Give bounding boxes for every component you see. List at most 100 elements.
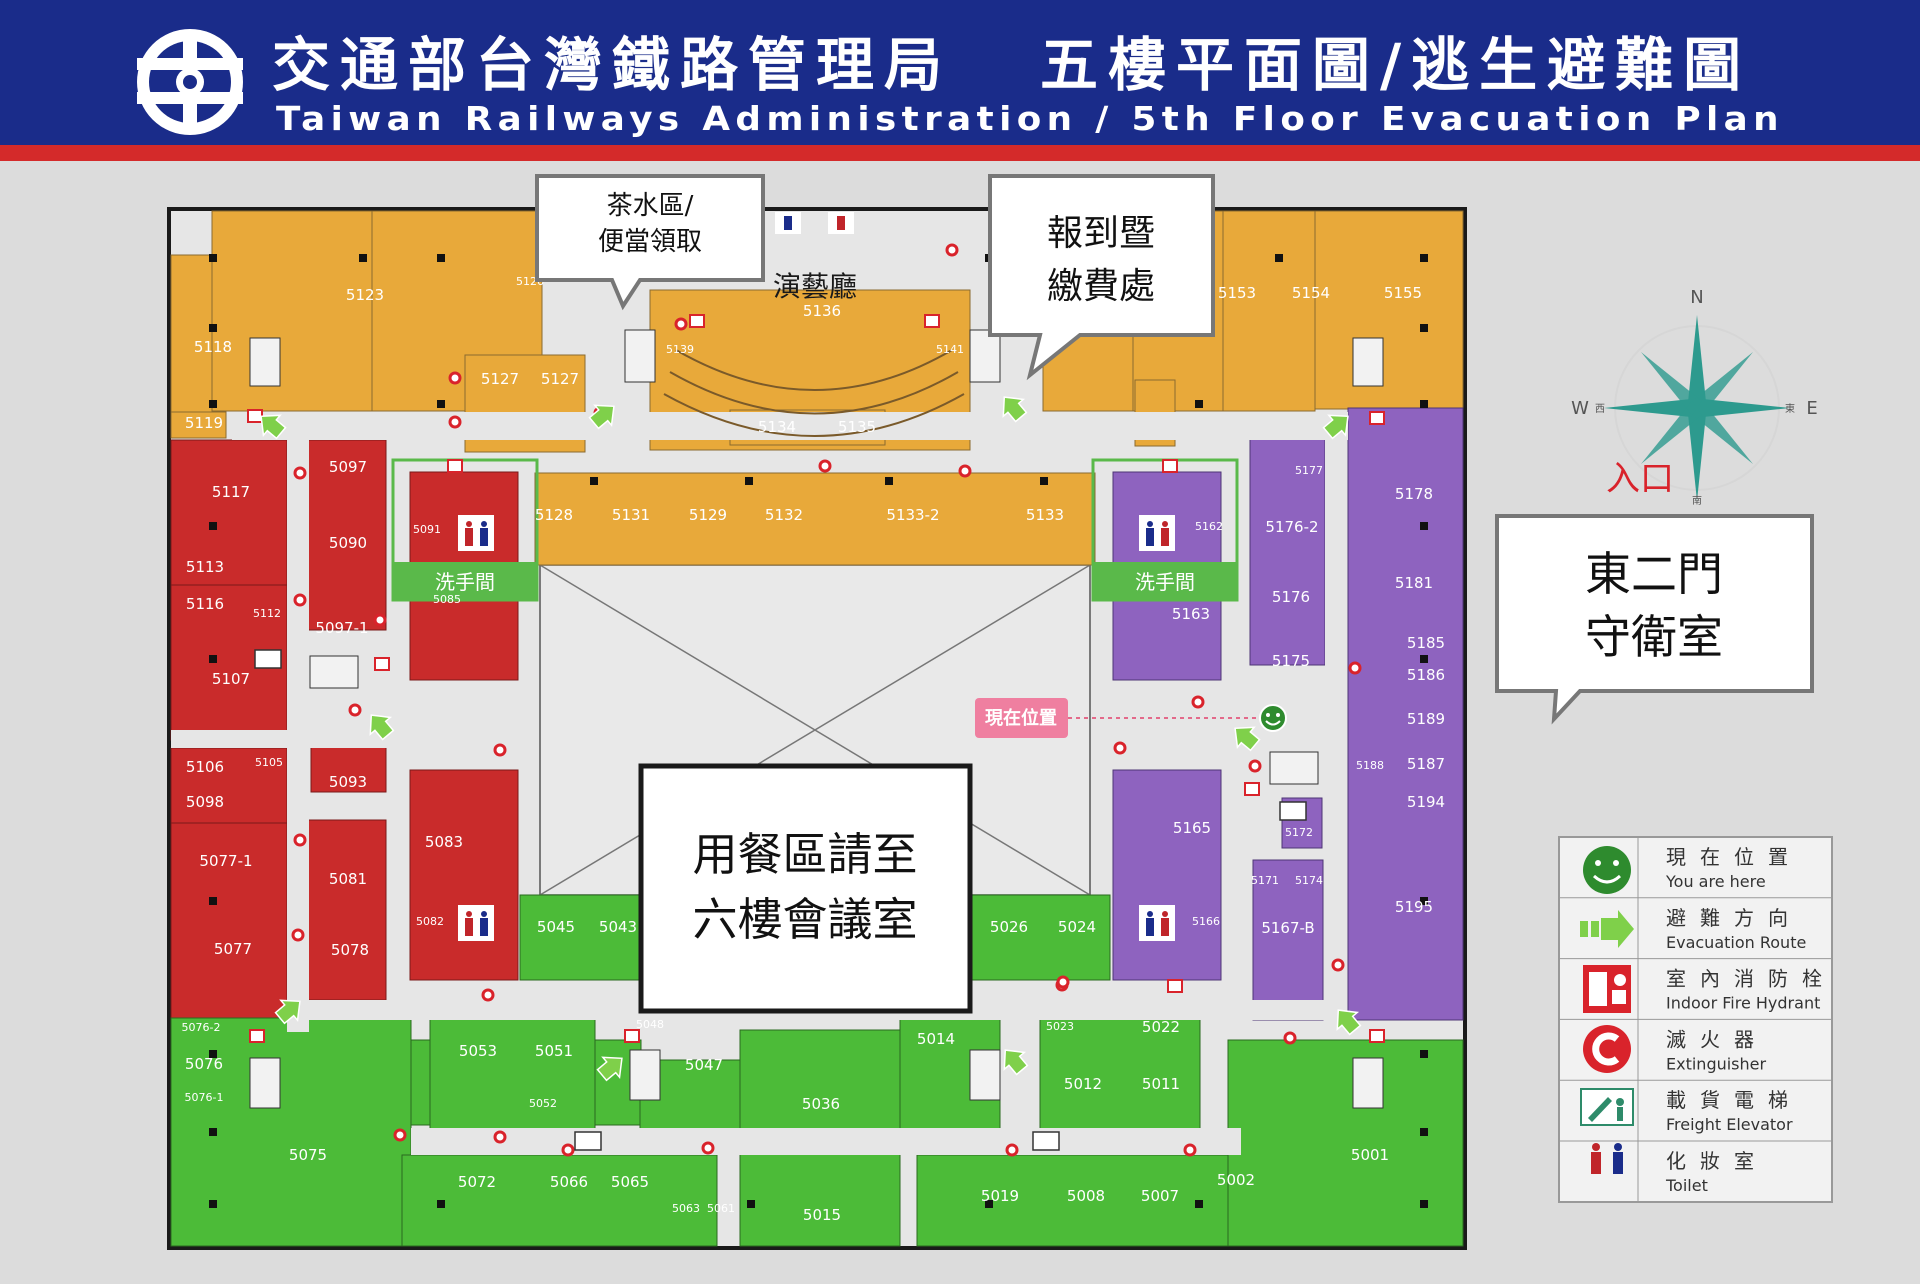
stairs bbox=[249, 329, 1384, 1109]
room-label-5133: 5133 bbox=[1026, 506, 1064, 524]
zone-red bbox=[170, 439, 519, 1019]
smiley-icon bbox=[1583, 846, 1631, 894]
room-label-5131: 5131 bbox=[612, 506, 650, 524]
fire-hydrant-markers bbox=[247, 314, 1385, 1043]
legend-label-en: Evacuation Route bbox=[1666, 933, 1806, 952]
room-label-5066: 5066 bbox=[550, 1173, 588, 1191]
room-label-5127: 5127 bbox=[481, 370, 519, 388]
callout-dining-line2: 六樓會議室 bbox=[692, 893, 917, 946]
compass-s: 南 bbox=[1692, 494, 1702, 507]
room-label-5195: 5195 bbox=[1395, 898, 1433, 916]
auditorium: 演藝廳 bbox=[663, 270, 965, 437]
room-label-5007: 5007 bbox=[1141, 1187, 1179, 1205]
legend-label-en: Extinguisher bbox=[1666, 1054, 1767, 1073]
extinguisher-icon bbox=[1583, 1025, 1631, 1073]
compass-e-zh: 東 bbox=[1785, 402, 1795, 415]
room-label-5112: 5112 bbox=[253, 607, 281, 620]
legend-label-zh: 滅火器 bbox=[1666, 1027, 1768, 1051]
freight-elevator-markers bbox=[254, 649, 1307, 1151]
room-label-5036: 5036 bbox=[802, 1095, 840, 1113]
room-label-5141: 5141 bbox=[936, 343, 964, 356]
callout-east-gate-line1: 東二門 bbox=[1585, 547, 1723, 601]
compass-w-zh: 西 bbox=[1595, 404, 1605, 415]
toilet-icon bbox=[458, 905, 494, 941]
room-label-5022: 5022 bbox=[1142, 1018, 1180, 1036]
legend-label-zh: 現在位置 bbox=[1666, 845, 1802, 869]
room-label-5072: 5072 bbox=[458, 1173, 496, 1191]
restroom-label-left: 洗手間 bbox=[435, 570, 495, 594]
toilet-icon bbox=[1591, 1143, 1623, 1174]
room-label-5181: 5181 bbox=[1395, 574, 1433, 592]
hall-name: 演藝廳 bbox=[773, 270, 857, 303]
room-label-5106: 5106 bbox=[186, 758, 224, 776]
smiley-icon bbox=[1259, 704, 1287, 732]
room-label-5048: 5048 bbox=[636, 1018, 664, 1031]
header-title-en: Taiwan Railways Administration / 5th Flo… bbox=[276, 99, 1784, 138]
callout-tea: 茶水區/ 便當領取 bbox=[535, 174, 765, 311]
room-label-5090: 5090 bbox=[329, 534, 367, 552]
callout-register: 報到暨 繳費處 bbox=[988, 174, 1215, 381]
room-label-5075: 5075 bbox=[289, 1146, 327, 1164]
room-label-5189: 5189 bbox=[1407, 710, 1445, 728]
you-are-here-tag: 現在位置 bbox=[985, 707, 1057, 729]
room-label-5023: 5023 bbox=[1046, 1020, 1074, 1033]
room-label-5008: 5008 bbox=[1067, 1187, 1105, 1205]
room-label-5024: 5024 bbox=[1058, 918, 1096, 936]
legend-label-zh: 載貨電梯 bbox=[1666, 1088, 1802, 1112]
room-label-5076: 5076 bbox=[185, 1055, 223, 1073]
you-are-here: 現在位置 bbox=[975, 698, 1287, 738]
room-label-5167-B: 5167-B bbox=[1261, 919, 1314, 937]
room-label-5139: 5139 bbox=[666, 343, 694, 356]
compass-n: N bbox=[1690, 287, 1703, 308]
room-label-5076-1: 5076-1 bbox=[185, 1091, 224, 1104]
callout-east-gate-line2: 守衛室 bbox=[1585, 610, 1723, 664]
room-label-5136: 5136 bbox=[803, 302, 841, 320]
room-label-5132: 5132 bbox=[765, 506, 803, 524]
extinguisher-markers bbox=[291, 243, 1362, 1157]
room-label-5014: 5014 bbox=[917, 1030, 955, 1048]
room-label-5093: 5093 bbox=[329, 773, 367, 791]
room-label-5135: 5135 bbox=[838, 418, 876, 436]
room-label-5078: 5078 bbox=[331, 941, 369, 959]
room-label-5091: 5091 bbox=[413, 523, 441, 536]
room-label-5187: 5187 bbox=[1407, 755, 1445, 773]
restroom-left: 洗手間 bbox=[391, 458, 539, 602]
room-label-5001: 5001 bbox=[1351, 1146, 1389, 1164]
header-title-plan: 五樓平面圖/逃生避難圖 bbox=[1040, 31, 1751, 99]
tra-logo bbox=[137, 29, 243, 135]
fire-hydrant-icon bbox=[1583, 965, 1631, 1013]
room-label-5076-2: 5076-2 bbox=[182, 1021, 221, 1034]
room-label-5177: 5177 bbox=[1295, 464, 1323, 477]
legend-label-zh: 室內消防栓 bbox=[1666, 967, 1836, 991]
room-label-5171: 5171 bbox=[1251, 874, 1279, 887]
room-label-5019: 5019 bbox=[981, 1187, 1019, 1205]
room-label-5082: 5082 bbox=[416, 915, 444, 928]
room-label-5012: 5012 bbox=[1064, 1075, 1102, 1093]
room-label-5047: 5047 bbox=[685, 1056, 723, 1074]
legend-label-zh: 化妝室 bbox=[1666, 1149, 1768, 1173]
room-label-5113: 5113 bbox=[186, 558, 224, 576]
room-label-5188: 5188 bbox=[1356, 759, 1384, 772]
room-label-5162: 5162 bbox=[1195, 520, 1223, 533]
room-label-5129: 5129 bbox=[689, 506, 727, 524]
room-label-5176-2: 5176-2 bbox=[1265, 518, 1318, 536]
compass: N W 西 E 東 南 入口 bbox=[1571, 287, 1818, 507]
room-label-5154: 5154 bbox=[1292, 284, 1330, 302]
compass-w: W bbox=[1571, 398, 1589, 419]
callout-tea-line2: 便當領取 bbox=[598, 227, 702, 257]
room-label-5043: 5043 bbox=[599, 918, 637, 936]
toilet-icon bbox=[1139, 515, 1175, 551]
legend-label-en: Toilet bbox=[1665, 1176, 1708, 1195]
legend-label-en: Indoor Fire Hydrant bbox=[1666, 994, 1820, 1013]
evacuation-arrow-icon bbox=[1580, 910, 1634, 948]
room-label-5166: 5166 bbox=[1192, 915, 1220, 928]
room-label-5127-b: 5127 bbox=[541, 370, 579, 388]
toilet-icon bbox=[775, 212, 854, 234]
header: 交通部台灣鐵路管理局 五樓平面圖/逃生避難圖 Taiwan Railways A… bbox=[0, 0, 1920, 161]
room-label-5002: 5002 bbox=[1217, 1171, 1255, 1189]
room-label-5178: 5178 bbox=[1395, 485, 1433, 503]
room-label-5165: 5165 bbox=[1173, 819, 1211, 837]
room-label-5026: 5026 bbox=[990, 918, 1028, 936]
